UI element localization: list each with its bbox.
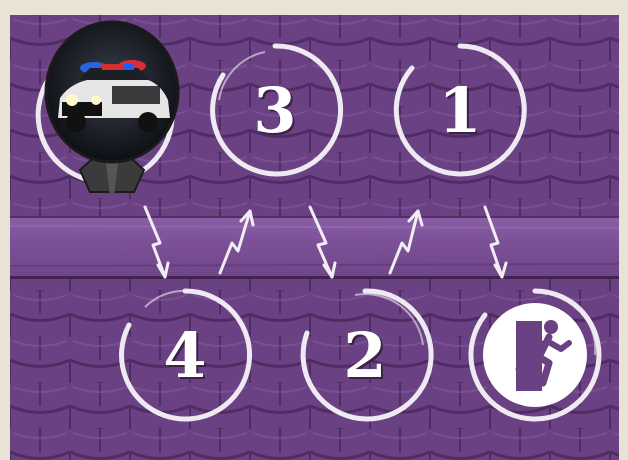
stop-2[interactable]: 2 bbox=[295, 285, 435, 425]
stop-4[interactable]: 4 bbox=[115, 285, 255, 425]
stop-number: 1 bbox=[390, 40, 530, 180]
emergency-exit-icon bbox=[465, 285, 605, 425]
stop-number: 3 bbox=[205, 40, 345, 180]
stop-number: 4 bbox=[115, 285, 255, 425]
stop-1[interactable]: 1 bbox=[390, 40, 530, 180]
game-board: 3 1 4 2 bbox=[10, 15, 619, 460]
stop-number: 2 bbox=[295, 285, 435, 425]
stop-3[interactable]: 3 bbox=[205, 40, 345, 180]
police-car-token-icon[interactable] bbox=[42, 20, 182, 210]
roof-ridge bbox=[10, 216, 619, 279]
stop-exit[interactable] bbox=[465, 285, 605, 425]
